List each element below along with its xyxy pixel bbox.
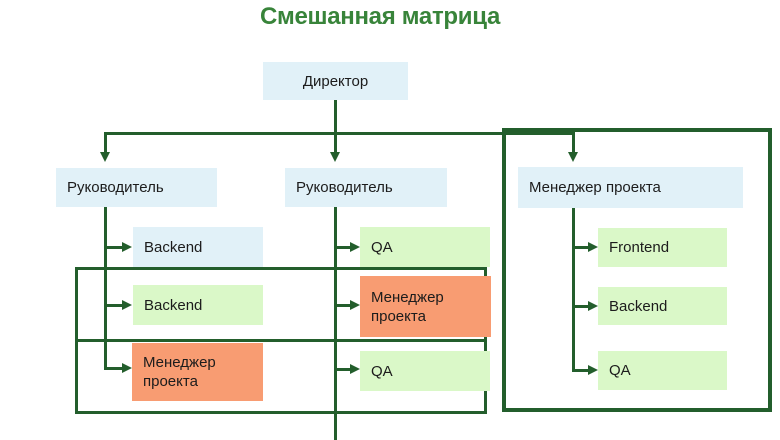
- node-left-project-manager: Менеджер проекта: [132, 343, 263, 401]
- arrowhead-right-center-3-icon: [350, 364, 360, 374]
- node-right-frontend: Frontend: [598, 228, 727, 267]
- group-outline-project-team: [502, 128, 772, 412]
- connector-elbow-center-3: [333, 368, 352, 371]
- connector-elbow-center-1: [333, 245, 352, 249]
- arrowhead-down-left-icon: [99, 152, 110, 162]
- node-left-backend-1: Backend: [133, 227, 263, 267]
- connector-elbow-right-1: [571, 245, 590, 249]
- connector-drop-center: [333, 133, 337, 153]
- connector-elbow-right-3: [571, 368, 590, 372]
- arrowhead-right-right-3-icon: [588, 364, 598, 375]
- connector-elbow-center-2: [333, 304, 352, 307]
- arrowhead-right-left-1-icon: [122, 241, 132, 252]
- node-center-qa-2: QA: [360, 351, 490, 391]
- connector-vertical-center: [333, 206, 337, 440]
- arrowhead-right-center-2-icon: [350, 300, 360, 310]
- node-right-backend: Backend: [598, 287, 727, 325]
- connector-elbow-left-1: [103, 245, 125, 249]
- connector-vertical-left: [103, 206, 107, 369]
- connector-branch-horizontal: [103, 131, 575, 135]
- arrowhead-right-right-2-icon: [588, 300, 598, 311]
- connector-elbow-left-3: [103, 366, 125, 370]
- node-manager-left: Руководитель: [56, 168, 217, 207]
- diagram-title: Смешанная матрица: [259, 3, 501, 30]
- connector-drop-right: [571, 133, 575, 153]
- arrowhead-right-center-1-icon: [350, 241, 360, 252]
- arrowhead-down-center-icon: [329, 152, 340, 162]
- node-director: Директор: [263, 62, 408, 100]
- node-center-qa-1: QA: [360, 227, 490, 267]
- connector-elbow-left-2: [103, 303, 125, 307]
- arrowhead-down-right-icon: [567, 152, 578, 162]
- node-center-project-manager: Менеджер проекта: [360, 276, 491, 337]
- connector-drop-left: [103, 133, 107, 153]
- arrowhead-right-right-1-icon: [588, 241, 598, 252]
- node-manager-center: Руководитель: [285, 168, 447, 207]
- group-outline-matrix-divider: [75, 338, 487, 342]
- node-right-qa: QA: [598, 351, 727, 390]
- arrowhead-right-left-3-icon: [122, 362, 132, 373]
- connector-elbow-right-2: [571, 304, 590, 308]
- arrowhead-right-left-2-icon: [122, 299, 132, 310]
- node-left-backend-2: Backend: [133, 285, 263, 325]
- connector-vertical-right: [571, 207, 575, 371]
- node-project-manager-right: Менеджер проекта: [518, 167, 743, 208]
- connector-director-stub: [333, 99, 337, 134]
